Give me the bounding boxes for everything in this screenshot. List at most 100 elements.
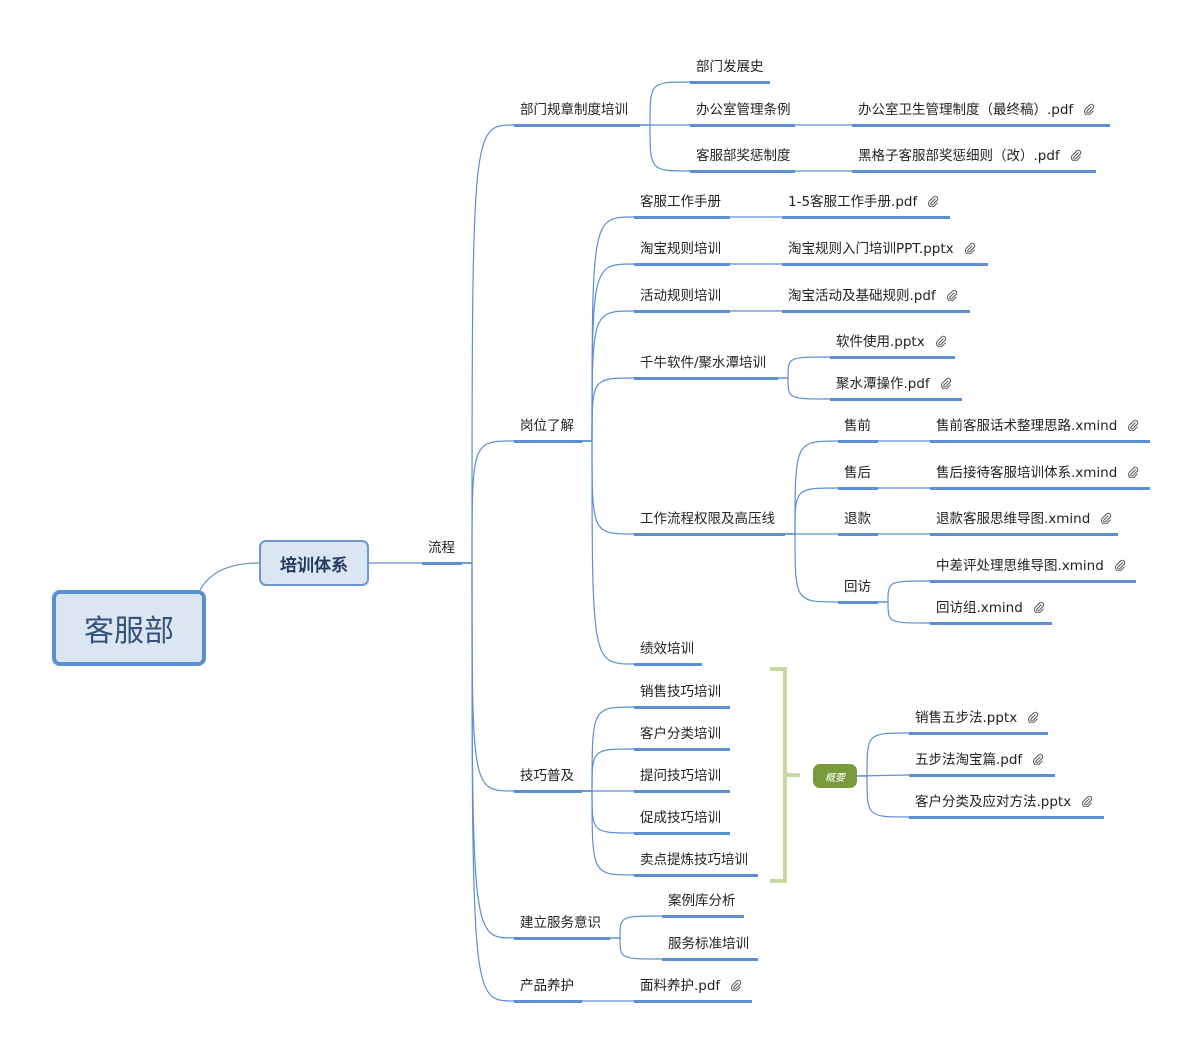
topic-hf[interactable]: 回访 — [838, 579, 878, 604]
topic-label: 淘宝规则入门培训PPT.pptx — [788, 241, 954, 257]
topic-s3[interactable]: 客户分类及应对方法.pptx — [909, 794, 1104, 819]
attachment-icon[interactable] — [936, 288, 958, 304]
attachment-icon[interactable] — [954, 241, 976, 257]
connector-root-main — [199, 562, 260, 591]
topic-gzlc[interactable]: 工作流程权限及高压线 — [634, 511, 785, 536]
topic-jqpj[interactable]: 技巧普及 — [514, 768, 582, 793]
topic-cpyh[interactable]: 产品养护 — [514, 978, 582, 1003]
topic-f8[interactable]: 售前客服话术整理思路.xmind — [930, 418, 1150, 443]
attachment-icon[interactable] — [1060, 148, 1082, 164]
topic-bmgz[interactable]: 部门规章制度培训 — [514, 102, 640, 127]
topic-qnrj[interactable]: 千牛软件/聚水潭培训 — [634, 355, 778, 380]
topic-s1[interactable]: 销售五步法.pptx — [909, 710, 1048, 735]
topic-alk[interactable]: 案例库分析 — [662, 893, 744, 918]
topic-f12[interactable]: 回访组.xmind — [930, 600, 1052, 625]
topic-f6[interactable]: 软件使用.pptx — [830, 334, 955, 359]
topic-xsjq[interactable]: 销售技巧培训 — [634, 684, 730, 709]
root-topic[interactable]: 客服部 — [52, 590, 206, 666]
connector-tbgz — [582, 263, 635, 442]
topic-f7[interactable]: 聚水潭操作.pdf — [830, 376, 962, 401]
topic-sh[interactable]: 售后 — [838, 465, 878, 490]
topic-label: 面料养护.pdf — [640, 978, 721, 994]
topic-label: 淘宝规则培训 — [640, 241, 721, 257]
connector-alk — [610, 915, 663, 939]
topic-f2[interactable]: 黑格子客服部奖惩细则（改）.pdf — [852, 148, 1096, 173]
main-topic[interactable]: 培训体系 — [259, 540, 369, 586]
attachment-icon[interactable] — [917, 194, 939, 210]
topic-label: 千牛软件/聚水潭培训 — [640, 355, 767, 371]
topic-kfbjc[interactable]: 客服部奖惩制度 — [690, 148, 795, 173]
topic-jlfw[interactable]: 建立服务意识 — [514, 915, 610, 940]
attachment-icon[interactable] — [1090, 511, 1112, 527]
connector-fwbz — [610, 937, 663, 960]
topic-label: 售前客服话术整理思路.xmind — [936, 418, 1118, 434]
topic-f10[interactable]: 退款客服思维导图.xmind — [930, 511, 1118, 536]
connector-cpyh — [462, 562, 515, 1002]
root-topic-label: 客服部 — [84, 614, 174, 649]
summary-topic-label: 概要 — [825, 772, 845, 784]
attachment-icon[interactable] — [1117, 465, 1139, 481]
topic-khfl[interactable]: 客户分类培训 — [634, 726, 730, 751]
topic-label: 退款 — [844, 511, 871, 527]
topic-twjq[interactable]: 提问技巧培训 — [634, 768, 730, 793]
attachment-icon[interactable] — [925, 334, 947, 350]
topic-label: 销售五步法.pptx — [915, 710, 1018, 726]
topic-label: 卖点提炼技巧培训 — [640, 852, 748, 868]
topic-s2[interactable]: 五步法淘宝篇.pdf — [909, 752, 1055, 777]
topic-label: 部门规章制度培训 — [520, 102, 628, 118]
topic-fwbz[interactable]: 服务标准培训 — [662, 936, 758, 961]
topic-liucheng[interactable]: 流程 — [422, 540, 462, 565]
topic-f3[interactable]: 1-5客服工作手册.pdf — [782, 194, 950, 219]
summary-bracket — [770, 667, 800, 883]
topic-bgsgl[interactable]: 办公室管理条例 — [690, 102, 795, 127]
topic-f5[interactable]: 淘宝活动及基础规则.pdf — [782, 288, 970, 313]
topic-f1[interactable]: 办公室卫生管理制度（最终稿）.pdf — [852, 102, 1110, 127]
connector-kfbjc — [640, 124, 691, 172]
connector-jxpx — [582, 440, 635, 665]
topic-label: 退款客服思维导图.xmind — [936, 511, 1091, 527]
attachment-icon[interactable] — [1071, 794, 1093, 810]
connector-ccjq — [582, 790, 635, 834]
attachment-icon[interactable] — [1073, 102, 1095, 118]
summary-topic[interactable]: 概要 — [813, 764, 857, 788]
topic-jxpx[interactable]: 绩效培训 — [634, 641, 702, 666]
connector-khfl — [582, 748, 635, 792]
topic-label: 岗位了解 — [520, 418, 574, 434]
topic-f13[interactable]: 面料养护.pdf — [634, 978, 752, 1003]
topic-label: 绩效培训 — [640, 641, 694, 657]
attachment-icon[interactable] — [1023, 600, 1045, 616]
attachment-icon[interactable] — [1017, 710, 1039, 726]
topic-mdtl[interactable]: 卖点提炼技巧培训 — [634, 852, 758, 877]
topic-f4[interactable]: 淘宝规则入门培训PPT.pptx — [782, 241, 988, 266]
topic-kfgzsc[interactable]: 客服工作手册 — [634, 194, 730, 219]
connector-jlfw — [462, 562, 515, 939]
topic-label: 技巧普及 — [520, 768, 574, 784]
topic-label: 软件使用.pptx — [836, 334, 925, 350]
topic-f11[interactable]: 中差评处理思维导图.xmind — [930, 558, 1136, 583]
attachment-icon[interactable] — [930, 376, 952, 392]
topic-ccjq[interactable]: 促成技巧培训 — [634, 810, 730, 835]
topic-label: 案例库分析 — [668, 893, 736, 909]
attachment-icon[interactable] — [1104, 558, 1126, 574]
topic-hdgz[interactable]: 活动规则培训 — [634, 288, 730, 313]
topic-label: 客服工作手册 — [640, 194, 721, 210]
topic-label: 中差评处理思维导图.xmind — [936, 558, 1104, 574]
attachment-icon[interactable] — [1117, 418, 1139, 434]
connector-s1 — [857, 732, 910, 777]
attachment-icon[interactable] — [720, 978, 742, 994]
topic-label: 1-5客服工作手册.pdf — [788, 194, 918, 210]
topic-label: 黑格子客服部奖惩细则（改）.pdf — [858, 148, 1060, 164]
topic-gwlj[interactable]: 岗位了解 — [514, 418, 582, 443]
topic-sq[interactable]: 售前 — [838, 418, 878, 443]
attachment-icon[interactable] — [1022, 752, 1044, 768]
topic-label: 产品养护 — [520, 978, 574, 994]
topic-label: 售后 — [844, 465, 871, 481]
topic-label: 流程 — [428, 540, 455, 556]
connector-gzlc — [582, 440, 635, 535]
connector-f7 — [778, 377, 831, 400]
topic-f9[interactable]: 售后接待客服培训体系.xmind — [930, 465, 1150, 490]
topic-tbgz[interactable]: 淘宝规则培训 — [634, 241, 730, 266]
topic-tk[interactable]: 退款 — [838, 511, 878, 536]
topic-bmfzs[interactable]: 部门发展史 — [690, 59, 770, 84]
